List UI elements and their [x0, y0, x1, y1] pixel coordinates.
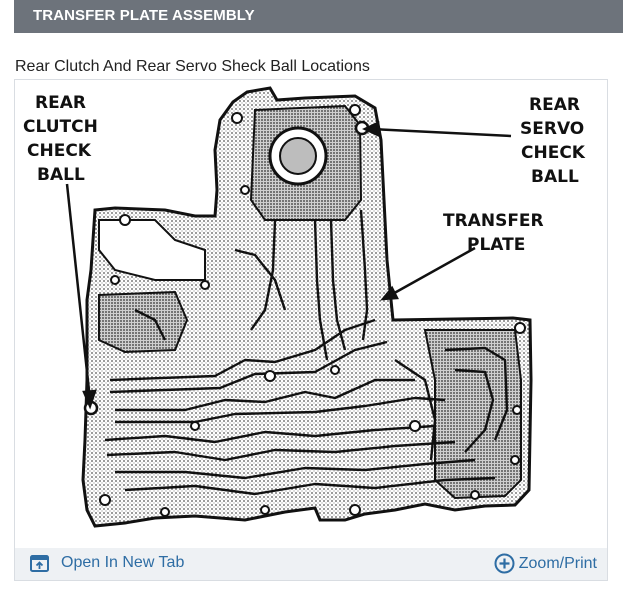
label-line: SERVO: [520, 119, 584, 139]
transfer-plate-label: TRANSFER PLATE: [443, 211, 550, 255]
label-line: REAR: [529, 95, 580, 115]
zoom-print-label: Zoom/Print: [518, 554, 597, 572]
label-line: CLUTCH: [23, 117, 98, 137]
label-line: TRANSFER: [443, 211, 544, 231]
page-header: TRANSFER PLATE ASSEMBLY: [14, 0, 623, 33]
plus-circle-icon: [494, 553, 515, 574]
plate-outline: [81, 86, 533, 528]
figure-caption: Rear Clutch And Rear Servo Sheck Ball Lo…: [15, 58, 370, 75]
figure-toolbar: Open In New Tab Zoom/Print: [15, 548, 607, 580]
label-line: CHECK: [521, 143, 586, 163]
zoom-print-link[interactable]: Zoom/Print: [494, 553, 597, 574]
open-in-new-tab-label: Open In New Tab: [61, 554, 185, 571]
open-in-new-tab-link[interactable]: Open In New Tab: [30, 554, 184, 572]
label-line: BALL: [37, 165, 85, 185]
open-external-icon: [30, 554, 49, 572]
label-line: PLATE: [467, 235, 525, 255]
label-line: BALL: [531, 167, 579, 187]
figure-frame: REAR CLUTCH CHECK BALL REAR SERVO CHECK …: [14, 79, 608, 581]
rear-clutch-check-ball-label: REAR CLUTCH CHECK BALL: [23, 93, 104, 185]
rear-servo-check-ball-label: REAR SERVO CHECK BALL: [520, 95, 591, 187]
label-line: CHECK: [27, 141, 92, 161]
transfer-plate-diagram: REAR CLUTCH CHECK BALL REAR SERVO CHECK …: [23, 86, 591, 528]
page-title: TRANSFER PLATE ASSEMBLY: [33, 7, 255, 24]
label-line: REAR: [35, 93, 86, 113]
